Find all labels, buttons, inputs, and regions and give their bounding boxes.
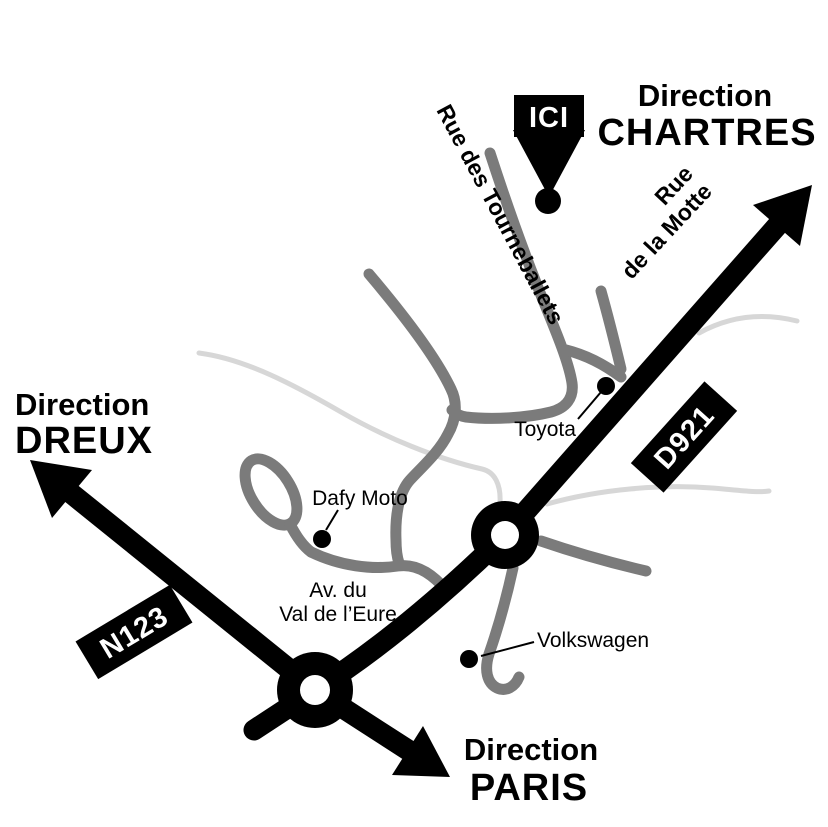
avenue-label-line1: Av. du (309, 579, 367, 602)
here-marker-arrow-icon (513, 130, 585, 197)
dreux-direction-arrow-icon (30, 460, 92, 518)
dafy-moto-dot (313, 530, 331, 548)
volkswagen-dot (460, 650, 478, 668)
direction-chartres-line2: CHARTRES (597, 112, 816, 154)
direction-paris-line1: Direction (464, 732, 598, 767)
volkswagen-pointer-line (480, 641, 535, 657)
dafy-moto-label: Dafy Moto (312, 487, 408, 510)
road-d921 (494, 215, 788, 546)
roundabout-south-center (300, 675, 330, 705)
direction-chartres-line1: Direction (638, 78, 772, 113)
roundabout-north-center (491, 521, 519, 549)
road-minor-west (196, 350, 503, 506)
here-marker-label: ICI (529, 102, 569, 134)
road-secondary-northwest (363, 268, 461, 569)
street-label-motte: Rue de la Motte (616, 160, 717, 283)
d921-badge: D921 (630, 381, 738, 493)
dafy-pointer-line (325, 509, 339, 531)
direction-paris-line2: PARIS (470, 767, 588, 809)
road-north-stub (595, 285, 627, 375)
volkswagen-label: Volkswagen (537, 629, 649, 652)
d921-badge-box (630, 381, 738, 493)
road-n123-dreux (61, 483, 326, 701)
road-dafy-loop (239, 453, 303, 531)
paris-direction-arrow-icon (392, 726, 450, 777)
chartres-direction-arrow-icon (753, 185, 812, 246)
road-minor-east (544, 484, 772, 507)
n123-badge-box (75, 584, 193, 680)
road-avenue-val-de-leure (305, 546, 453, 597)
avenue-label-line2: Val de l’Eure (279, 603, 397, 626)
here-marker-box (514, 95, 584, 137)
toyota-label: Toyota (514, 418, 576, 441)
here-dot (535, 188, 561, 214)
toyota-dot (597, 377, 615, 395)
road-minor-northeast (696, 314, 800, 336)
road-volkswagen-access (481, 562, 525, 695)
direction-dreux-line2: DREUX (15, 420, 153, 462)
road-rue-des-tourneballets (446, 147, 578, 424)
n123-badge: N123 (75, 584, 193, 680)
direction-dreux-line1: Direction (15, 387, 149, 422)
road-east-stub (535, 535, 652, 577)
toyota-pointer-line (577, 391, 602, 420)
road-branch-to-d921 (560, 344, 627, 383)
